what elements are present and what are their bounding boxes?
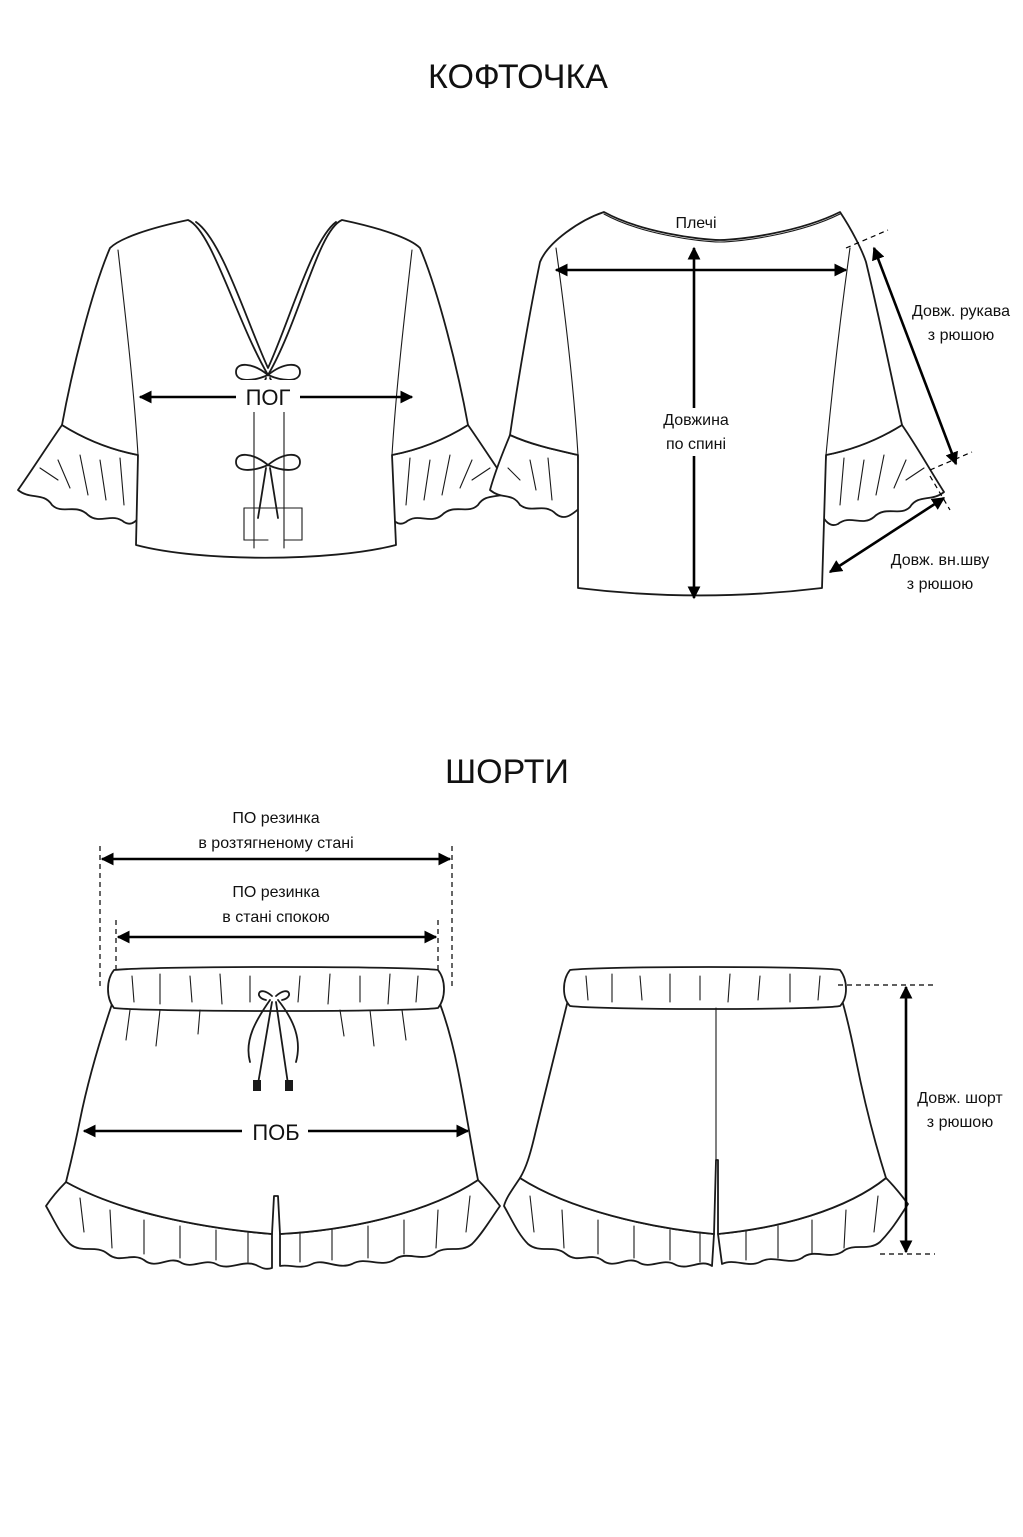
shorts-length-label-2: з рюшою	[927, 1114, 993, 1131]
back-bodice	[509, 211, 903, 597]
shoulders-label: Плечі	[675, 215, 716, 232]
shorts-length-label-1: Довж. шорт	[917, 1090, 1003, 1107]
hip-label: ПОБ	[252, 1120, 299, 1145]
title-top: КОФТОЧКА	[428, 58, 608, 96]
shorts-back-drawing	[503, 966, 909, 1268]
front-bow-lower	[235, 453, 301, 519]
sleeve-length-label-2: з рюшою	[928, 327, 994, 344]
inseam-label-2: з рюшою	[907, 576, 973, 593]
sleeve-length-arrow	[872, 246, 958, 466]
shorts-back-waistband	[563, 966, 847, 1010]
shorts-front-final	[45, 966, 501, 1270]
back-length-label-2: по спині	[666, 436, 726, 453]
shorts-bow-final	[247, 990, 299, 1091]
sleeve-length-label-1: Довж. рукава	[912, 303, 1010, 320]
back-length-label-1: Довжина	[663, 412, 729, 429]
waist-stretched-label-1: ПО резинка	[232, 810, 319, 827]
inseam-label-1: Довж. вн.шву	[891, 552, 990, 569]
waist-relaxed-label-1: ПО резинка	[232, 884, 319, 901]
title-shorts: ШОРТИ	[445, 753, 569, 791]
waist-relaxed-label-2: в стані спокою	[222, 909, 329, 926]
chest-label: ПОГ	[246, 385, 291, 410]
waist-stretched-label-2: в розтягненому стані	[198, 835, 353, 852]
inseam-arrow	[828, 496, 946, 574]
